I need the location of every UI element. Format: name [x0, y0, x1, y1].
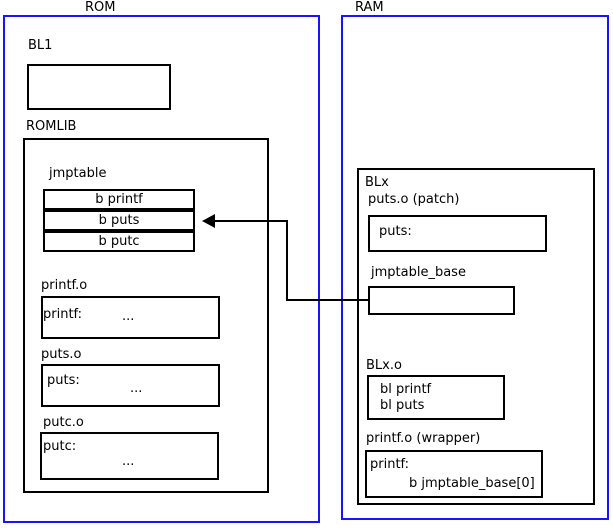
puts-o-patch-box	[368, 215, 547, 252]
jmptable-base-box	[368, 286, 515, 315]
puts-o-body: ...	[130, 381, 143, 396]
printf-o-symbol: printf:	[43, 307, 83, 322]
connector-segment-lower-horizontal	[286, 299, 370, 301]
jmptable-label: jmptable	[49, 166, 107, 181]
puts-o-box	[41, 364, 220, 407]
blx-o-label: BLx.o	[366, 358, 402, 373]
printf-o-box	[41, 296, 220, 339]
jmptable-entry-printf: b printf	[43, 189, 195, 210]
ram-region-label: RAM	[355, 0, 384, 15]
connector-segment-upper-horizontal	[214, 220, 288, 222]
puts-o-symbol: puts:	[47, 373, 80, 388]
jmptable-entry-puts: b puts	[43, 210, 195, 231]
printf-o-wrapper-box	[365, 450, 543, 498]
jmptable-entry-putc: b putc	[43, 231, 195, 252]
puts-o-patch-label: puts.o (patch)	[368, 192, 460, 207]
blx-o-line-1: bl printf	[380, 382, 432, 397]
bl1-label: BL1	[28, 38, 53, 53]
putc-o-label: putc.o	[43, 415, 84, 430]
romlib-label: ROMLIB	[26, 119, 77, 134]
jmptable-base-label: jmptable_base	[371, 265, 466, 280]
printf-o-label: printf.o	[41, 278, 88, 293]
rom-region-label: ROM	[85, 0, 116, 15]
putc-o-box	[40, 432, 219, 480]
putc-o-symbol: putc:	[43, 439, 77, 454]
bl1-box	[27, 64, 171, 110]
blx-o-box	[367, 375, 505, 420]
printf-o-body: ...	[122, 309, 135, 324]
connector-arrowhead-icon	[202, 214, 215, 228]
printf-o-wrapper-symbol: printf:	[370, 457, 410, 472]
blx-label: BLx	[365, 175, 389, 190]
printf-o-wrapper-label: printf.o (wrapper)	[366, 431, 481, 446]
connector-segment-vertical	[286, 220, 288, 301]
blx-o-line-2: bl puts	[380, 398, 425, 413]
printf-o-wrapper-instruction: b jmptable_base[0]	[409, 476, 535, 491]
puts-o-patch-symbol: puts:	[379, 224, 412, 239]
rom-region	[3, 15, 320, 523]
putc-o-body: ...	[122, 454, 135, 469]
ram-region	[341, 15, 609, 520]
puts-o-label: puts.o	[41, 347, 82, 362]
